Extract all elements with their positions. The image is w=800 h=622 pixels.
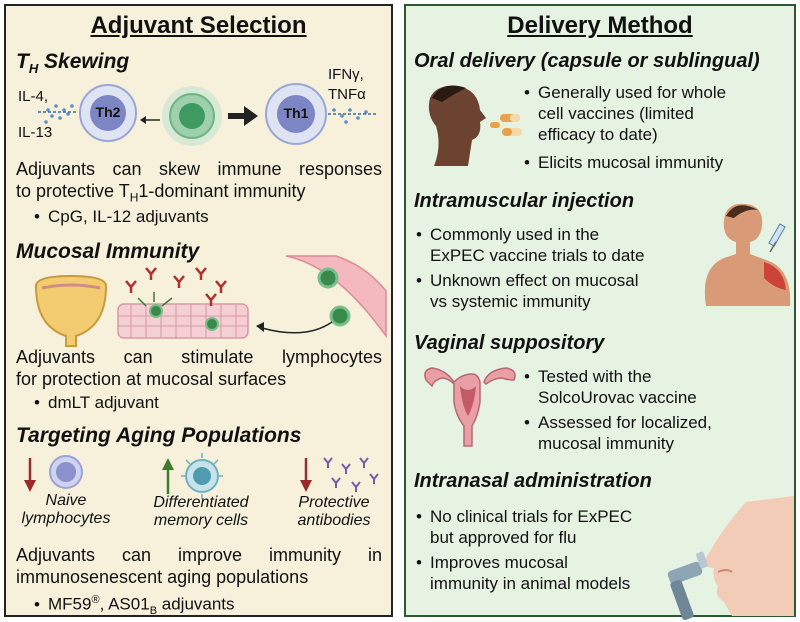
- line2-a: to protective T: [16, 181, 130, 201]
- naive-caption: Naive lymphocytes: [16, 492, 116, 528]
- im-bullet-1: •Commonly used in the ExPEC vaccine tria…: [416, 224, 706, 266]
- aging-bullet: •MF59®, AS01B adjuvants: [34, 594, 235, 618]
- im-heading: Intramuscular injection: [414, 190, 635, 212]
- oral-b1-l1: Generally used for whole: [538, 83, 727, 102]
- mucosal-bullet: •dmLT adjuvant: [34, 393, 159, 412]
- vaginal-b1-l2: SolcoUrovac vaccine: [538, 388, 697, 407]
- line2-b: 1-dominant immunity: [138, 181, 306, 201]
- th-bullet-text: CpG, IL-12 adjuvants: [48, 207, 209, 226]
- im-b2-l2: vs systemic immunity: [430, 292, 591, 311]
- nasal-bullet-1: •No clinical trials for ExPEC but approv…: [416, 506, 706, 548]
- aging-heading: Targeting Aging Populations: [16, 424, 302, 447]
- nasal-b2-l1: Improves mucosal: [430, 553, 568, 572]
- im-b1-l1: Commonly used in the: [430, 225, 600, 244]
- im-b2-l1: Unknown effect on mucosal: [430, 271, 639, 290]
- aging-line2: immunosenescent aging populations: [16, 567, 309, 587]
- diff-caption: Differentiated memory cells: [136, 494, 266, 530]
- mucosal-heading: Mucosal Immunity: [16, 240, 200, 263]
- cytokine-dots-right-icon: [332, 108, 368, 124]
- oral-bullet-2: •Elicits mucosal immunity: [524, 153, 724, 172]
- th-skewing-heading: TH Skewing: [16, 50, 129, 76]
- diff-caption-2: memory cells: [153, 512, 249, 529]
- tnf-label: TNFα: [328, 86, 366, 103]
- vaginal-bullet-1: •Tested with the SolcoUrovac vaccine: [524, 366, 794, 408]
- naive-caption-1: Naive: [45, 492, 87, 509]
- naive-caption-2: lymphocytes: [21, 510, 111, 527]
- il13-label: IL-13: [18, 124, 53, 141]
- capsules-icon: [490, 114, 522, 136]
- im-illustration: [704, 203, 791, 306]
- mucosal-line2: for protection at mucosal surfaces: [16, 369, 287, 389]
- nasal-spray-icon: [667, 551, 708, 621]
- th-text-line1: Adjuvants can skew immune responses: [16, 159, 382, 179]
- blood-vessel-icon: [285, 255, 387, 339]
- mucosal-text: Adjuvants can stimulate lymphocytes for …: [16, 346, 382, 390]
- up-arrow-icon: [162, 458, 174, 470]
- aging-bullet-sup: ®: [91, 594, 100, 606]
- th-text-line2: to protective TH1-dominant immunity: [16, 180, 382, 209]
- face-profile-icon: [705, 496, 794, 616]
- adjuvant-selection-panel: Adjuvant Selection TH Skewing IL-4, IL-1…: [4, 4, 393, 617]
- nasal-b2-l2: immunity in animal models: [430, 574, 631, 593]
- cytokine-dots-left-icon: [44, 104, 74, 124]
- delivery-method-panel: Delivery Method Oral delivery (capsule o…: [404, 4, 796, 621]
- aging-text: Adjuvants can improve immunity in immuno…: [16, 544, 382, 588]
- uterus-icon: [424, 367, 516, 447]
- vaginal-bullet-2: •Assessed for localized, mucosal immunit…: [524, 412, 794, 454]
- nasal-bullet-2: •Improves mucosal immunity in animal mod…: [416, 552, 706, 594]
- antibodies-icon: [125, 267, 227, 306]
- th2-label: Th2: [95, 104, 121, 120]
- vaginal-heading: Vaginal suppository: [414, 332, 605, 354]
- oral-illustration: [428, 85, 522, 166]
- oral-heading: Oral delivery (capsule or sublingual): [414, 50, 760, 72]
- vaginal-illustration: [424, 367, 516, 447]
- line2-sub: H: [129, 190, 139, 205]
- nasal-b1-l1: No clinical trials for ExPEC: [430, 507, 633, 526]
- syringe-icon: [768, 223, 786, 253]
- heading-t: T: [16, 50, 29, 73]
- panel-title: Adjuvant Selection: [90, 12, 307, 39]
- person-head-icon: [428, 85, 486, 166]
- il4-label: IL-4,: [18, 88, 49, 105]
- diff-caption-1: Differentiated: [153, 494, 249, 511]
- vaginal-b2-l2: mucosal immunity: [538, 434, 675, 453]
- aging-bullet-sub: B: [149, 605, 158, 618]
- im-bullet-2: •Unknown effect on mucosal vs systemic i…: [416, 270, 706, 312]
- oral-b1-l3: efficacy to date): [538, 125, 658, 144]
- protective-antibodies-icon: [323, 457, 379, 492]
- th-skewing-illustration: [38, 83, 376, 146]
- th1-label: Th1: [283, 105, 309, 121]
- ifn-label: IFNγ,: [328, 66, 364, 83]
- th-skewing-text: Adjuvants can skew immune responses to p…: [16, 158, 382, 209]
- vaginal-b1-l1: Tested with the: [538, 367, 652, 386]
- aging-bullet-c: adjuvants: [157, 594, 235, 614]
- down-arrow-icon: [300, 480, 312, 492]
- prot-caption-2: antibodies: [297, 512, 371, 529]
- aging-bullet-a: MF59: [48, 594, 92, 614]
- th-bullet: •CpG, IL-12 adjuvants: [34, 207, 209, 226]
- mucosal-line1: Adjuvants can stimulate lymphocytes: [16, 347, 382, 367]
- nasal-b1-l2: but approved for flu: [430, 528, 577, 547]
- nasal-heading: Intranasal administration: [414, 470, 652, 492]
- mucosal-bullet-text: dmLT adjuvant: [48, 393, 159, 412]
- aging-bullet-b: , AS01: [99, 594, 150, 614]
- heading-rest: Skewing: [38, 50, 130, 73]
- oral-b2: Elicits mucosal immunity: [538, 153, 724, 172]
- im-b1-l2: ExPEC vaccine trials to date: [430, 246, 645, 265]
- heading-sub: H: [28, 61, 39, 77]
- panel-title: Delivery Method: [507, 12, 693, 39]
- prot-caption: Protective antibodies: [286, 494, 382, 530]
- aging-line1: Adjuvants can improve immunity in: [16, 545, 382, 565]
- oral-bullet-1: •Generally used for whole cell vaccines …: [524, 82, 794, 145]
- bladder-icon: [34, 274, 108, 347]
- aging-illustration: [24, 453, 379, 499]
- vaginal-b2-l1: Assessed for localized,: [538, 413, 712, 432]
- mucosal-illustration: [34, 255, 387, 347]
- nasal-illustration: [667, 496, 794, 621]
- down-arrow-icon: [24, 480, 36, 492]
- oral-b1-l2: cell vaccines (limited: [538, 104, 694, 123]
- prot-caption-1: Protective: [298, 494, 370, 511]
